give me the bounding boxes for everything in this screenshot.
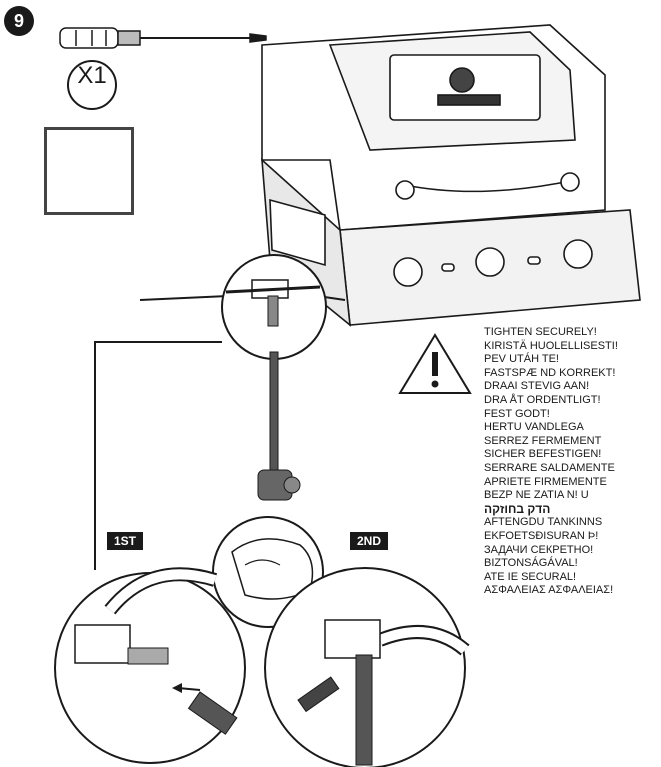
warning-line: SERREZ FERMEMENT xyxy=(484,434,602,447)
warning-line: FASTSPÆ ND KORREKT! xyxy=(484,366,616,379)
grill-illustration xyxy=(139,24,641,327)
warning-line: BIZTONSÁGÁVAL! xyxy=(484,557,578,570)
quantity-badge: X1 xyxy=(67,60,117,110)
warning-line: DRAAI STEVIG AAN! xyxy=(484,380,590,393)
warning-triangle-icon xyxy=(398,333,472,394)
step-order-2nd-label: 2ND xyxy=(350,532,389,550)
warning-line: SICHER BEFESTIGEN! xyxy=(484,448,602,461)
step-number-badge: 9 xyxy=(4,6,34,36)
warning-line: HERTU VANDLEGA xyxy=(484,421,584,434)
warning-line: DRA ÅT ORDENTLIGT! xyxy=(484,393,601,406)
warning-line: ATE IE SECURAL! xyxy=(484,570,577,583)
warning-line: ΑΣΦΑΛΕΙΑΣ ΑΣΦΑΛΕΙΑΣ! xyxy=(484,584,614,597)
warning-line: SERRARE SALDAMENTE xyxy=(484,461,615,474)
callout-line xyxy=(94,341,222,570)
warning-line: EKFOETSÐISURAN Þ! xyxy=(484,529,599,542)
warning-line: AFTENGDU TANKINNS xyxy=(484,516,603,529)
gas-hose xyxy=(257,351,301,501)
warning-line: BEZP NE ZATIA N! U xyxy=(484,489,589,502)
warning-line: FEST GODT! xyxy=(484,407,550,420)
warning-line: PEV UTÁH TE! xyxy=(484,353,559,366)
warning-line: TIGHTEN SECURELY! xyxy=(484,326,597,338)
warning-line: APRIETE FIRMEMENTE xyxy=(484,475,607,488)
warning-line: הדק בחוזקה xyxy=(484,501,551,516)
step-order-1st-label: 1ST xyxy=(107,532,144,550)
warning-line: ЗАДАЧИ СЕКРЕТНО! xyxy=(484,543,594,556)
step-1st-detail-circle xyxy=(54,567,246,764)
screwdriver-icon xyxy=(59,27,267,49)
two-person-assembly-box xyxy=(44,127,134,215)
multilingual-warning-text: TIGHTEN SECURELY! KIRISTÄ HUOLELLISESTI!… xyxy=(484,326,656,598)
regulator-detail-circle xyxy=(221,254,327,360)
step-2nd-detail-circle xyxy=(264,567,470,767)
warning-line: KIRISTÄ HUOLELLISESTI! xyxy=(484,339,618,352)
